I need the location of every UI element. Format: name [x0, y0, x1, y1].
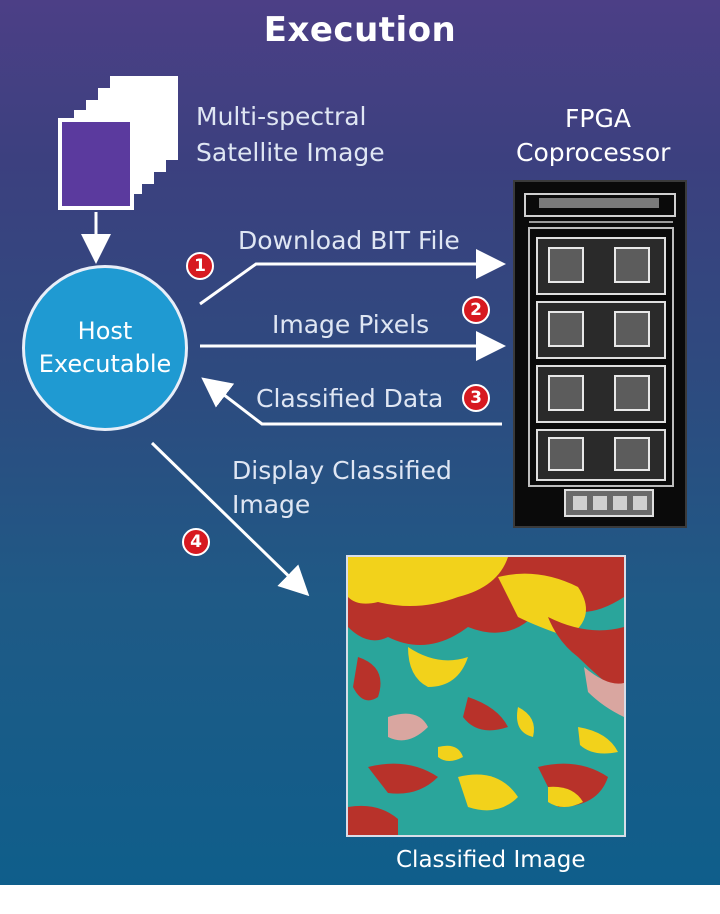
diagram-panel: Execution Multi-spectral Satellite Image…	[0, 0, 720, 885]
classified-image	[346, 555, 626, 837]
arrow-download-bit-file	[199, 249, 506, 306]
step-badge-1: 1	[186, 252, 214, 280]
image-sheet-front	[58, 118, 134, 210]
flow-label-download-bit-file: Download BIT File	[238, 226, 460, 255]
flow-label-image-pixels: Image Pixels	[272, 310, 430, 339]
step-badge-3: 3	[462, 384, 490, 412]
arrow-classified-data	[201, 377, 502, 426]
flow-label-classified-data: Classified Data	[256, 384, 444, 413]
diagram-title: Execution	[263, 10, 457, 50]
arrow-display-classified-image	[150, 441, 310, 597]
step-badge-2: 2	[462, 296, 490, 324]
classified-image-texture	[348, 557, 624, 835]
fpga-board-drawing	[524, 193, 676, 517]
fpga-label-line2: Coprocessor	[516, 138, 671, 167]
source-label-line1: Multi-spectral	[196, 102, 367, 131]
fpga-label-line1: FPGA	[565, 104, 631, 133]
step-badge-4: 4	[182, 528, 210, 556]
classified-image-caption: Classified Image	[396, 847, 586, 873]
fpga-board-image	[513, 180, 687, 528]
flow-label-display-line2: Image	[232, 490, 311, 519]
source-label-line2: Satellite Image	[196, 138, 385, 167]
host-executable-node: Host Executable	[22, 265, 188, 431]
flow-label-display-line1: Display Classified	[232, 456, 452, 485]
flow-arrows	[81, 234, 506, 597]
host-label-line1: Host	[77, 317, 133, 345]
host-label-line2: Executable	[38, 350, 172, 378]
